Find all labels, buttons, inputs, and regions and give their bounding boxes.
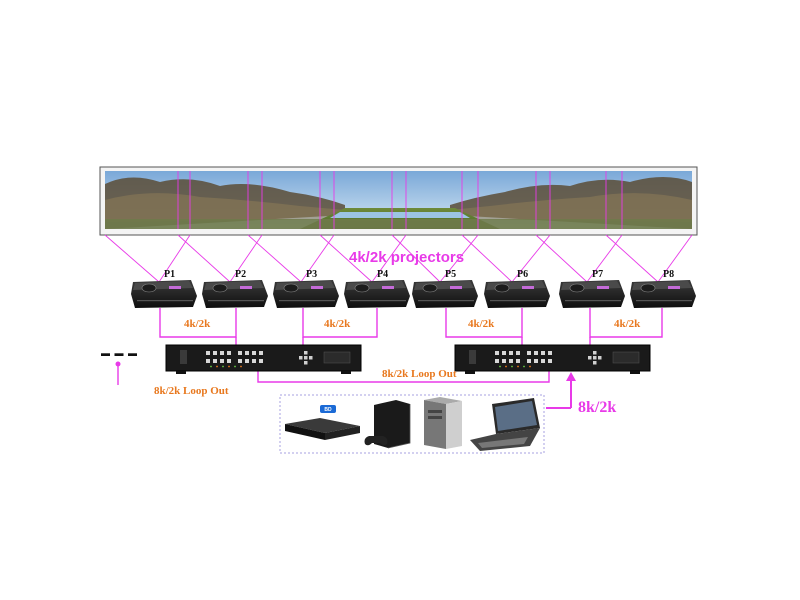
screen-segment-lines: [177, 171, 623, 229]
projector-label-1: P1: [164, 269, 176, 280]
projector-label-2: P2: [235, 269, 247, 280]
video-processor-unit-1: [165, 344, 362, 374]
right-margin: [700, 0, 800, 600]
tree-line: [105, 177, 692, 229]
projector-beam-right: [657, 234, 693, 283]
bluray-player-icon: BD: [285, 405, 360, 440]
game-console-icon: [364, 400, 411, 449]
projector-label-8: P8: [663, 269, 675, 280]
projection-screen: [99, 166, 698, 236]
projector-icon: [202, 280, 268, 308]
projector-beam-left: [247, 234, 302, 283]
loop-out-label-lower: 8k/2k Loop Out: [154, 385, 229, 397]
video-processor-unit-2: [454, 344, 651, 374]
projector-icon: [273, 280, 339, 308]
laptop-icon: [470, 398, 540, 451]
projector-icon: [344, 280, 410, 308]
link-p5-p6: [445, 308, 523, 338]
projector-beams: [104, 234, 693, 283]
link-label-3: 4k/2k: [468, 318, 495, 330]
link-label-1: 4k/2k: [184, 318, 211, 330]
sources-box: [279, 394, 545, 454]
link-label-2: 4k/2k: [324, 318, 351, 330]
projector-row: [131, 280, 696, 308]
left-loop-dot: [115, 361, 121, 367]
input-arrow-head: [566, 372, 576, 381]
projector-icon: [412, 280, 478, 308]
projector-beam-left: [104, 234, 160, 283]
projector-beam-left: [461, 234, 513, 283]
processor-units: [165, 344, 651, 374]
projector-icon: [559, 280, 625, 308]
link-label-4: 4k/2k: [614, 318, 641, 330]
input-resolution-label: 8k/2k: [578, 399, 617, 416]
projector-beam-right: [586, 234, 623, 283]
projector-icon: [131, 280, 197, 308]
link-p1-p2: [159, 308, 237, 338]
left-margin: [0, 0, 100, 600]
loop-out-link: [257, 370, 550, 383]
projector-label-6: P6: [517, 269, 529, 280]
link-p7-p8: [589, 308, 663, 338]
projector-beam-left: [535, 234, 588, 283]
diagram-title: 4k/2k projectors: [349, 249, 465, 266]
loop-out-label-upper: 8k/2k Loop Out: [382, 368, 457, 380]
projector-beam-right: [158, 234, 191, 283]
projector-beam-left: [391, 234, 441, 283]
projector-beam-left: [605, 234, 659, 283]
desktop-pc-icon: [424, 397, 462, 449]
projector-beam-left: [319, 234, 373, 283]
projector-label-7: P7: [592, 269, 604, 280]
link-p3-p4: [302, 308, 378, 338]
projector-beam-left: [177, 234, 231, 283]
more-units-ellipsis: ▬ ▬ ▬: [101, 348, 139, 358]
projector-icon: [484, 280, 550, 308]
connection-lines: [117, 308, 663, 385]
projector-icon: [630, 280, 696, 308]
projector-beam-right: [439, 234, 479, 283]
projector-label-5: P5: [445, 269, 457, 280]
projector-beam-right: [511, 234, 551, 283]
svg-text:BD: BD: [324, 407, 332, 413]
projector-label-3: P3: [306, 269, 318, 280]
projector-label-4: P4: [377, 269, 389, 280]
canal: [330, 212, 470, 218]
